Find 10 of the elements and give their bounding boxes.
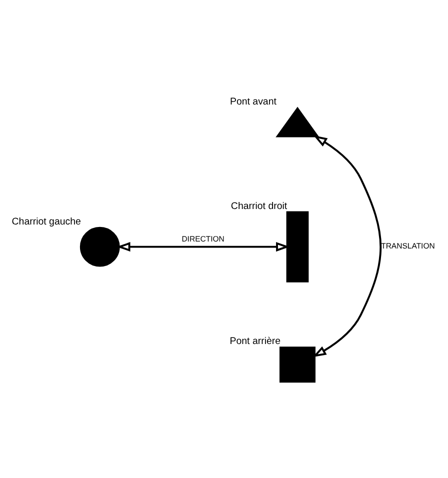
node-label: Pont avant — [230, 96, 276, 108]
edge-label: DIRECTION — [182, 234, 224, 243]
node-bar — [286, 210, 309, 282]
node-label: Charriot gauche — [12, 216, 81, 227]
node-circle — [80, 226, 120, 266]
node-label: Charriot droit — [230, 200, 288, 212]
node-triangle — [276, 106, 320, 137]
arrow — [312, 134, 382, 357]
node-box — [279, 346, 316, 382]
node-label: Pont arrière — [230, 336, 281, 347]
